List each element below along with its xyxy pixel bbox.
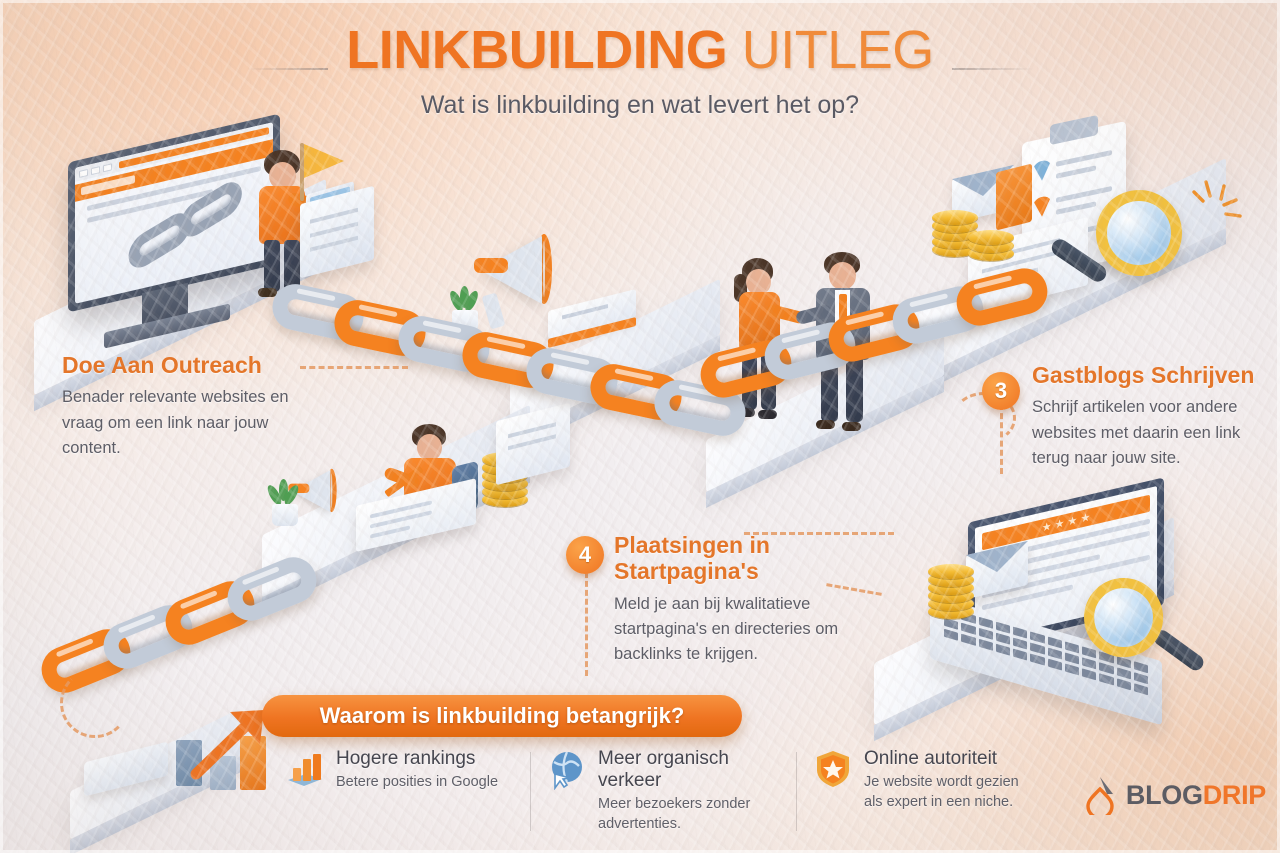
- logo-part-a: BLOG: [1125, 779, 1203, 810]
- head: [829, 262, 856, 290]
- connector-curve: [60, 668, 130, 738]
- shoe: [816, 420, 835, 429]
- clipboard-line: [1056, 185, 1112, 203]
- shoe: [842, 422, 861, 431]
- connector-line: [585, 572, 588, 676]
- bar-chart-icon: [284, 748, 326, 790]
- leaf: [460, 286, 469, 308]
- benefit-sub: Je website wordt gezien als expert in ee…: [864, 774, 1019, 810]
- droplet-icon: [1083, 775, 1117, 820]
- step-body: Schrijf artikelen voor andere websites m…: [1032, 398, 1241, 467]
- benefit-title: Online autoriteit: [864, 748, 998, 769]
- legs: [742, 346, 757, 410]
- handshake-woman: [730, 258, 807, 434]
- benefit-text: Hogere rankings Betere posities in Googl…: [336, 748, 498, 835]
- leaf: [279, 479, 288, 501]
- shoe: [758, 410, 777, 419]
- globe-cursor-icon: [546, 748, 588, 791]
- step-startpaginas: 4 Plaatsingen in Startpagina's Meld je a…: [566, 532, 850, 667]
- shield-star-icon: [812, 748, 854, 790]
- necktie: [839, 294, 847, 330]
- title-bold: LINKBUILDING: [346, 20, 728, 80]
- benefit-sub: Betere posities in Google: [336, 774, 499, 791]
- benefit-sub: Meer bezoekers zonder advertenties.: [598, 796, 751, 832]
- step-body: Meld je aan bij kwalitatieve startpagina…: [614, 594, 839, 664]
- benefit-text: Online autoriteit Je website wordt gezie…: [864, 748, 1040, 835]
- plant-pot: [272, 504, 298, 526]
- step-title: Doe Aan Outreach: [62, 352, 262, 378]
- plant-pot: [452, 310, 478, 332]
- coin: [932, 210, 978, 225]
- benefit-rankings: Hogere rankings Betere posities in Googl…: [268, 748, 530, 835]
- check-icon: [1032, 195, 1052, 219]
- connector-line: [300, 366, 408, 369]
- head: [269, 162, 296, 190]
- coin: [928, 564, 974, 579]
- connector-line: [744, 532, 894, 535]
- title-rule-right: [952, 68, 1034, 70]
- title-rule-left: [246, 68, 328, 70]
- connector-line: [1000, 404, 1003, 474]
- orange-flag: [304, 144, 344, 178]
- benefit-title: Meer organisch verkeer: [598, 748, 729, 792]
- shoe: [258, 288, 277, 297]
- benefit-traffic: Meer organisch verkeer Meer bezoekers zo…: [530, 748, 796, 835]
- megaphone-handle: [288, 483, 310, 493]
- check-icon: [1032, 159, 1052, 183]
- clipboard-line: [1056, 201, 1096, 215]
- benefit-title: Hogere rankings: [336, 748, 476, 769]
- benefits-row: Hogere rankings Betere posities in Googl…: [268, 748, 1068, 835]
- step-badge: 3: [982, 372, 1020, 410]
- step-gastblogs: 3 Gastblogs Schrijven Schrijf artikelen …: [982, 362, 1260, 471]
- shoe: [736, 408, 755, 417]
- head: [417, 434, 442, 461]
- browser-tab: [103, 162, 112, 172]
- handshake-man: [794, 252, 894, 438]
- benefit-text: Meer organisch verkeer Meer bezoekers zo…: [598, 748, 780, 835]
- browser-tab: [79, 168, 88, 178]
- step-title: Plaatsingen in Startpagina's: [614, 532, 770, 585]
- shoe: [282, 290, 301, 299]
- header: LINKBUILDING UITLEG Wat is linkbuilding …: [0, 22, 1280, 120]
- browser-window: [75, 122, 273, 304]
- clipboard-line: [1056, 149, 1112, 167]
- magnifier-lens: [1096, 190, 1182, 276]
- why-banner: Waarom is linkbuilding betangrijk?: [262, 695, 742, 737]
- brand-logo: BLOGDRIP: [1083, 775, 1266, 820]
- page-subtitle: Wat is linkbuilding en wat levert het op…: [420, 90, 860, 119]
- browser-tab: [91, 165, 100, 175]
- legs: [846, 356, 863, 422]
- torso: [739, 292, 780, 350]
- legs: [821, 356, 838, 422]
- step-badge: 4: [566, 536, 604, 574]
- head: [746, 269, 771, 295]
- logo-wordmark: BLOGDRIP: [1126, 780, 1266, 811]
- sparkle-icon: [1192, 180, 1242, 218]
- coin: [968, 230, 1014, 245]
- flag-pole: [300, 143, 304, 201]
- legs: [264, 240, 280, 292]
- clipboard-line: [1056, 165, 1096, 179]
- step-outreach: Doe Aan Outreach Benader relevante websi…: [62, 352, 322, 461]
- chart-bar: [240, 736, 266, 790]
- step-title: Gastblogs Schrijven: [1032, 362, 1255, 388]
- page-title: LINKBUILDING UITLEG: [0, 22, 1280, 79]
- magnifier-lens: [1084, 578, 1164, 658]
- megaphone-handle: [474, 258, 508, 273]
- logo-part-b: DRIP: [1202, 779, 1267, 810]
- title-light: UITLEG: [741, 20, 935, 80]
- legs: [284, 240, 300, 292]
- person-with-laptop: [248, 150, 354, 299]
- growth-arrow-icon: [190, 710, 264, 780]
- legs: [761, 346, 776, 410]
- orange-box: [996, 163, 1032, 231]
- benefit-authority: Online autoriteit Je website wordt gezie…: [796, 748, 1056, 835]
- step-body: Benader relevante websites en vraag om e…: [62, 388, 289, 457]
